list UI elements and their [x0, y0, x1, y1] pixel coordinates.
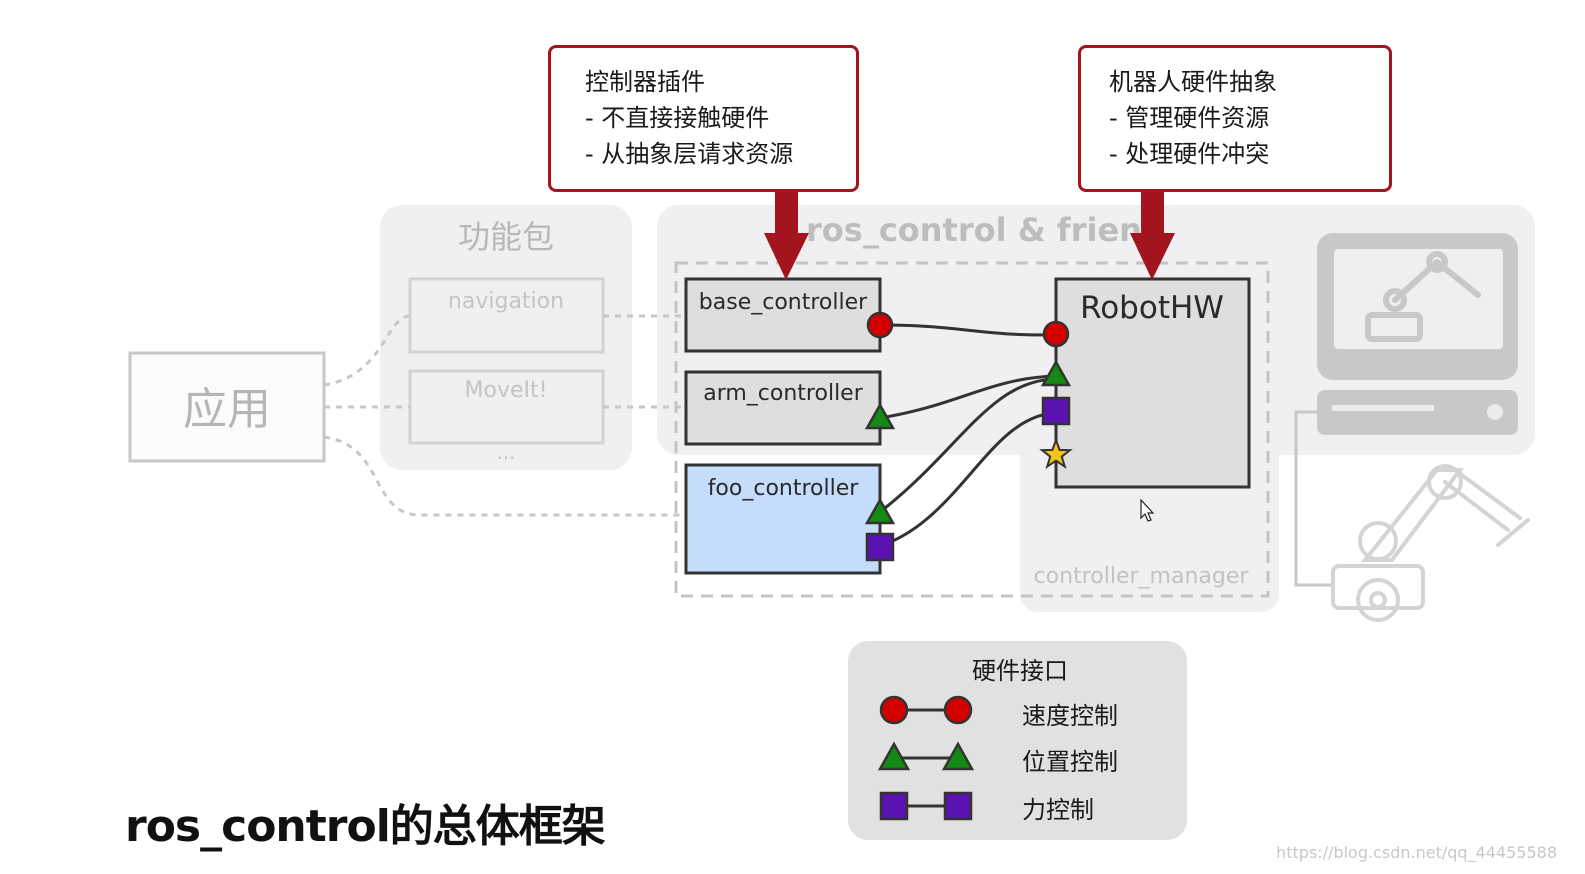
robot-arm-icon [1331, 464, 1530, 622]
callout-controller-plugin-line-1: - 不直接接触硬件 [585, 104, 770, 132]
robothw-label: RobotHW [1080, 290, 1224, 326]
packages-panel-title: 功能包 [458, 218, 554, 256]
foo-controller-label: foo_controller [708, 476, 860, 501]
page-title: ros_control的总体框架 [125, 801, 606, 852]
hw-position-port [1040, 359, 1072, 387]
package-moveit-label: MoveIt! [465, 378, 548, 403]
legend-effort-symbol [879, 791, 973, 821]
arm-position-port [864, 402, 896, 430]
package-more-label: ... [496, 440, 515, 464]
controller-manager-label: controller_manager [1034, 564, 1250, 589]
arm-controller-label: arm_controller [703, 381, 863, 406]
interface-links [879, 323, 1057, 548]
hw-velocity-port [1042, 320, 1070, 348]
legend-velocity-label: 速度控制 [1022, 702, 1118, 730]
legend-position-symbol [877, 741, 975, 771]
legend-effort-label: 力控制 [1022, 796, 1094, 824]
watermark: https://blog.csdn.net/qq_44455588 [1276, 843, 1557, 862]
callout-robot-hw-line-2: - 处理硬件冲突 [1109, 140, 1270, 168]
callout-arrow-robot-hw [1130, 190, 1175, 280]
callout-controller-plugin-title: 控制器插件 [585, 68, 705, 96]
star-icon [1039, 437, 1073, 469]
computer-icon [1294, 233, 1518, 587]
callout-robot-hw-title: 机器人硬件抽象 [1109, 68, 1277, 96]
package-navigation-label: navigation [448, 289, 564, 314]
base-controller-box[interactable] [684, 277, 882, 353]
cursor-icon [1140, 498, 1155, 522]
callout-arrow-controller-plugin [764, 190, 809, 280]
ros-control-panel-title: ros_control & frien [806, 211, 1142, 249]
callout-robot-hw-line-1: - 管理硬件资源 [1109, 104, 1270, 132]
legend-position-label: 位置控制 [1022, 748, 1118, 776]
controller-manager-boundary [674, 261, 1270, 598]
base-controller-label: base_controller [699, 290, 868, 315]
legend-velocity-symbol [879, 695, 973, 725]
callout-controller-plugin: 控制器插件 - 不直接接触硬件 - 从抽象层请求资源 [548, 45, 859, 192]
app-box [128, 351, 326, 463]
callout-controller-plugin-line-2: - 从抽象层请求资源 [585, 140, 794, 168]
hw-effort-port [1041, 396, 1071, 426]
robothw-box[interactable] [1054, 277, 1251, 489]
app-box-label: 应用 [183, 384, 271, 435]
foo-effort-port [865, 532, 895, 562]
legend-title: 硬件接口 [972, 657, 1068, 685]
app-connectors [323, 314, 686, 517]
legend-panel [848, 641, 1187, 840]
base-velocity-port [866, 311, 894, 339]
packages-panel [380, 205, 632, 470]
arm-controller-box[interactable] [684, 370, 882, 446]
callout-robot-hw: 机器人硬件抽象 - 管理硬件资源 - 处理硬件冲突 [1078, 45, 1392, 192]
foo-position-port [864, 497, 896, 525]
